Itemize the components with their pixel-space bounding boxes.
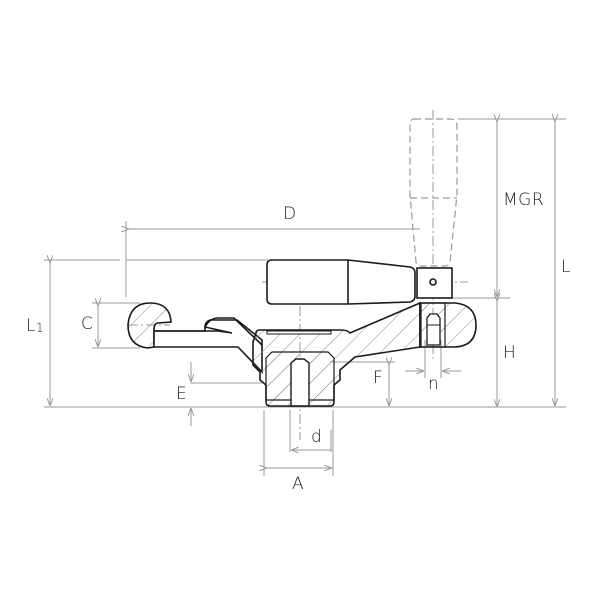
wheel-section — [127, 301, 477, 407]
label-D: D — [283, 204, 297, 224]
label-L1: L1 — [26, 318, 44, 335]
label-n: n — [428, 374, 440, 394]
label-H: H — [503, 343, 517, 363]
phantom-handle — [409, 118, 458, 267]
label-MGR: MGR — [503, 190, 545, 210]
label-L: L — [561, 257, 571, 277]
label-F: F — [373, 368, 384, 388]
label-L1-subscript: 1 — [35, 321, 45, 335]
label-E: E — [176, 384, 188, 404]
handle — [266, 259, 453, 305]
label-C: C — [81, 314, 94, 334]
label-d: d — [311, 427, 323, 447]
label-L1-main: L — [26, 316, 36, 336]
label-A: A — [292, 474, 305, 494]
dimension-lines — [44, 119, 566, 476]
